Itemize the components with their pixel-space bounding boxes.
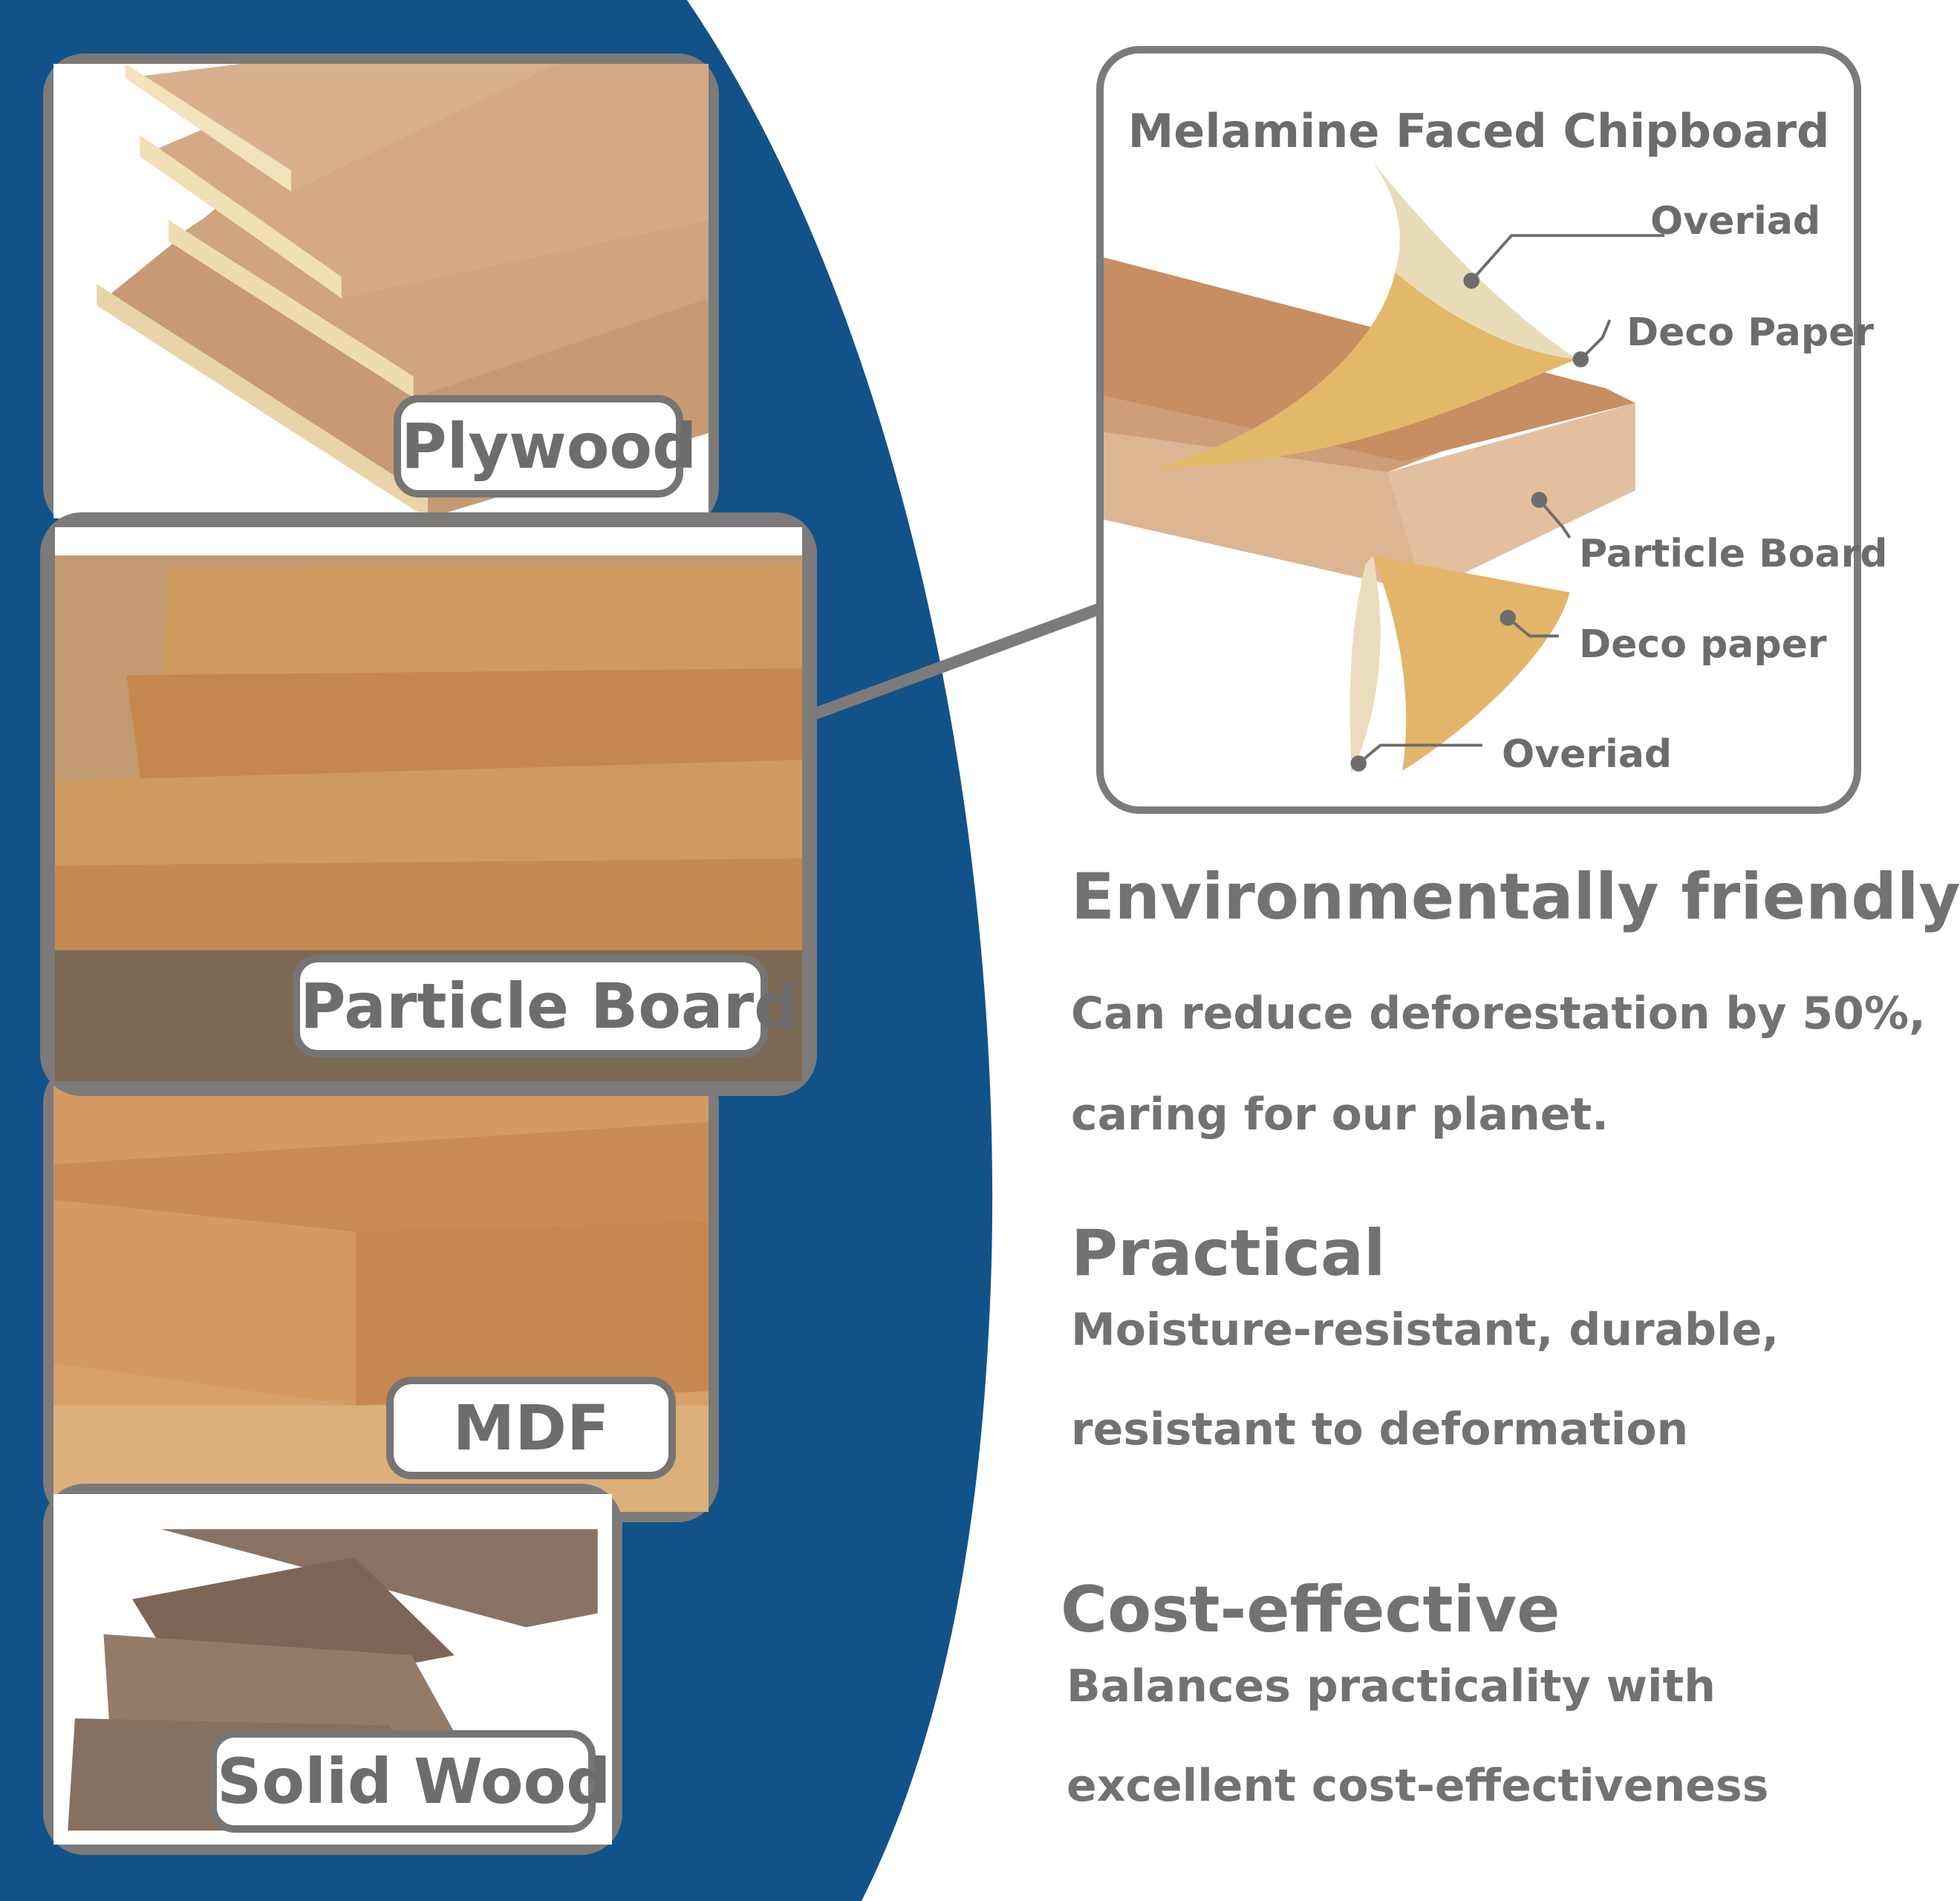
melamine-layers-illustration: [1104, 163, 1665, 775]
feature-text-practical-1: Moisture-resistant, durable,: [1071, 1304, 1780, 1356]
feature-text-cost-effective-1: Balances practicality with: [1067, 1660, 1716, 1712]
feature-heading-environmental: Environmentally friendly: [1071, 860, 1960, 934]
layer-label-deco-paper-top: Deco Paper: [1627, 310, 1875, 355]
feature-text-practical-2: resistant to deformation: [1071, 1403, 1689, 1455]
solid-wood-card: Solid Wood: [43, 1484, 622, 1855]
layer-label-particle-board: Particle Board: [1579, 532, 1888, 576]
melamine-diagram-card: Melamine Faced Chipboard Overiad Deco Pa…: [1096, 46, 1887, 814]
feature-text-cost-effective-2: excellent cost-effectiveness: [1067, 1760, 1769, 1812]
layer-label-deco-paper-bottom: Deco paper: [1579, 622, 1827, 667]
plywood-card: Plywood: [43, 53, 719, 529]
feature-heading-cost-effective: Cost-effective: [1061, 1573, 1560, 1647]
plywood-label: Plywood: [394, 395, 697, 498]
particle-board-label: Particle Board: [293, 955, 798, 1057]
particle-board-card: Particle Board: [40, 512, 817, 1096]
layer-label-overlay-top: Overiad: [1650, 199, 1821, 244]
mdf-label: MDF: [386, 1377, 676, 1479]
feature-heading-practical: Practical: [1071, 1216, 1386, 1291]
feature-text-environmental-1: Can reduce deforestation by 50%,: [1071, 988, 1926, 1040]
connector-line: [811, 603, 1101, 720]
diagram-title: Melamine Faced Chipboard: [1127, 104, 1830, 158]
solid-wood-label: Solid Wood: [209, 1730, 611, 1833]
layer-label-overlay-bottom: Overiad: [1502, 732, 1673, 777]
feature-text-environmental-2: caring for our planet.: [1071, 1089, 1609, 1141]
mdf-card: MDF: [43, 1062, 719, 1522]
